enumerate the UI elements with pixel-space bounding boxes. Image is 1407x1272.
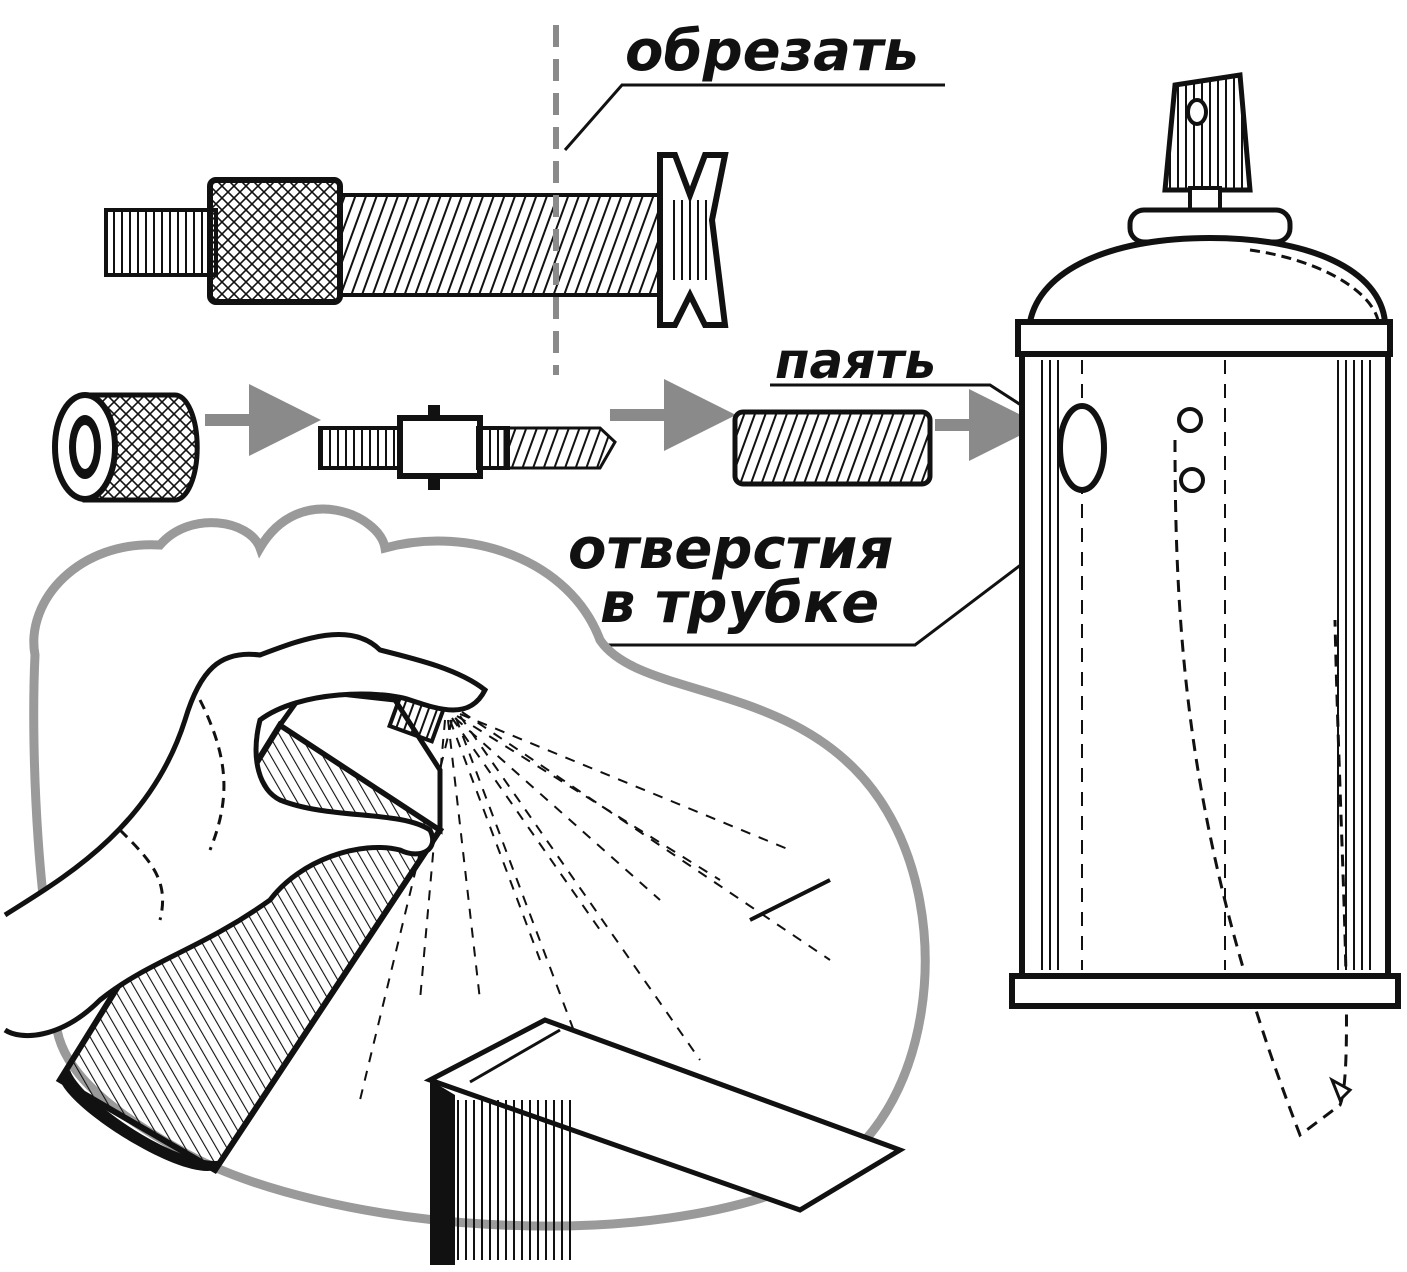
valve-stem-assembly bbox=[104, 152, 729, 328]
tube-hole-1 bbox=[1177, 407, 1203, 433]
aerosol-can bbox=[1009, 72, 1401, 1138]
solder-label: паять bbox=[775, 332, 936, 390]
hand bbox=[3, 632, 489, 1038]
nozzle-cap bbox=[1162, 72, 1253, 193]
dip-tube bbox=[1173, 439, 1348, 1138]
tube-hole-2 bbox=[1179, 467, 1205, 493]
cut-label: обрезать bbox=[625, 19, 919, 84]
knurled-ring-part bbox=[52, 392, 200, 503]
knurled-nut bbox=[207, 177, 343, 305]
threaded-body bbox=[338, 193, 667, 297]
trimmed-valve-part bbox=[318, 405, 617, 490]
flange-hatch bbox=[667, 200, 707, 280]
cut-leader bbox=[563, 83, 945, 151]
can-base bbox=[1009, 973, 1401, 1009]
stem-tube bbox=[104, 208, 218, 277]
threaded-sleeve-part bbox=[732, 409, 933, 487]
holes-label-line1: отверстия bbox=[568, 517, 893, 582]
painted-surface bbox=[423, 1017, 906, 1265]
holes-label-line2: в трубке bbox=[600, 571, 879, 636]
aim-line bbox=[749, 878, 831, 922]
spray-mist bbox=[359, 711, 831, 1101]
can-dome bbox=[1026, 234, 1389, 325]
side-valve bbox=[1057, 403, 1107, 493]
